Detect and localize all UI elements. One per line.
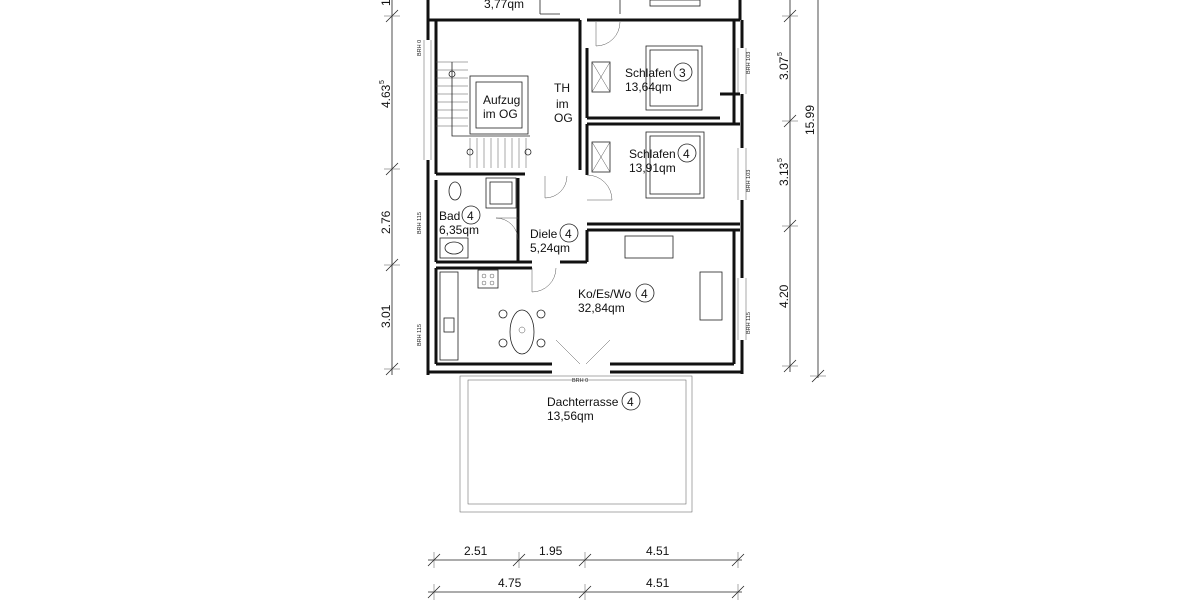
elevator-label-2: im OG	[483, 107, 518, 121]
room-name: Ko/Es/Wo	[578, 287, 631, 301]
room-area: 13,56qm	[547, 409, 594, 423]
dim-top-partial-left: 1	[379, 0, 393, 6]
dim-right-1: 3.07 5	[777, 52, 791, 80]
svg-text:5: 5	[379, 80, 386, 84]
room-name: Diele	[530, 227, 558, 241]
room-name: Schlafen	[625, 66, 672, 80]
dimension-bottom: 2.51 1.95 4.51 4.75 4.51	[427, 544, 745, 600]
room-schlafen-4: Schlafen 4 13,91qm	[586, 131, 705, 201]
dimension-right: 3.07 5 3.13 5 4.20 15.99	[777, 0, 826, 383]
brh-right-mid: BRH 103	[746, 170, 752, 192]
th-label-1: TH	[554, 81, 570, 95]
svg-text:3.07: 3.07	[777, 56, 791, 80]
room-area: 32,84qm	[578, 301, 625, 315]
brh-right-bottom: BRH 115	[746, 312, 752, 334]
svg-text:4.63: 4.63	[379, 84, 393, 108]
room-dachterrasse: Dachterrasse 4 13,56qm	[459, 375, 693, 513]
room-diele: Diele 4 5,24qm	[530, 175, 579, 293]
dim-right-3: 4.20	[777, 284, 791, 308]
svg-text:5: 5	[777, 158, 784, 162]
room-name: Bad	[439, 209, 460, 223]
brh-terrace-door: BRH 0	[572, 378, 588, 384]
dim-bottom-1c: 4.51	[646, 544, 670, 558]
dim-left-2: 2.76	[379, 210, 393, 234]
brh-left-bad: BRH 115	[417, 212, 423, 234]
stair-handrail	[451, 62, 530, 137]
room-schlafen-3: Schlafen 3 13,64qm	[591, 21, 703, 111]
dim-left-1: 4.63 5	[379, 80, 393, 108]
dim-left-3: 3.01	[379, 304, 393, 328]
room-tag: 3	[679, 66, 686, 80]
elevator-label-1: Aufzug	[483, 93, 520, 107]
room-name: Dachterrasse	[547, 395, 619, 409]
room-tag: 4	[565, 227, 572, 241]
dim-right-2: 3.13 5	[777, 158, 791, 186]
room-tag: 4	[627, 395, 634, 409]
room-area: 5,24qm	[530, 241, 570, 255]
dimension-left: 1 4.63 5 2.76 3.01	[379, 0, 400, 376]
brh-right-top: BRH 103	[746, 52, 752, 74]
brh-left-bottom: BRH 115	[417, 324, 423, 346]
svg-text:3.13: 3.13	[777, 162, 791, 186]
sill-height-labels: BRH 0 BRH 103 BRH 103 BRH 115 BRH 115 BR…	[417, 40, 752, 384]
th-label-2: im	[556, 97, 569, 111]
stair-core: Aufzug im OG TH im OG	[436, 61, 573, 168]
exterior-walls	[423, 0, 747, 375]
th-label-3: OG	[554, 111, 573, 125]
svg-text:5: 5	[777, 52, 784, 56]
room-area: 13,64qm	[625, 80, 672, 94]
dim-bottom-1b: 1.95	[539, 544, 563, 558]
top-room-area: 3,77qm	[484, 0, 524, 11]
stair-treads	[436, 61, 530, 168]
brh-left-top: BRH 0	[417, 40, 423, 56]
dim-bottom-2b: 4.51	[646, 576, 670, 590]
room-area: 13,91qm	[629, 161, 676, 175]
room-tag: 4	[641, 287, 648, 301]
room-bad: Bad 4 6,35qm	[439, 177, 519, 259]
room-kochen-essen-wohnen: Ko/Es/Wo 4 32,84qm	[439, 235, 723, 365]
dim-bottom-1a: 2.51	[464, 544, 488, 558]
dim-bottom-2a: 4.75	[498, 576, 522, 590]
room-tag: 4	[683, 147, 690, 161]
top-room-fragment: 3,77qm 4.63	[484, 0, 701, 15]
room-area: 6,35qm	[439, 223, 479, 237]
interior-walls	[434, 20, 740, 366]
room-name: Schlafen	[629, 147, 676, 161]
room-tag: 4	[467, 209, 474, 223]
dim-right-total: 15.99	[803, 105, 817, 135]
